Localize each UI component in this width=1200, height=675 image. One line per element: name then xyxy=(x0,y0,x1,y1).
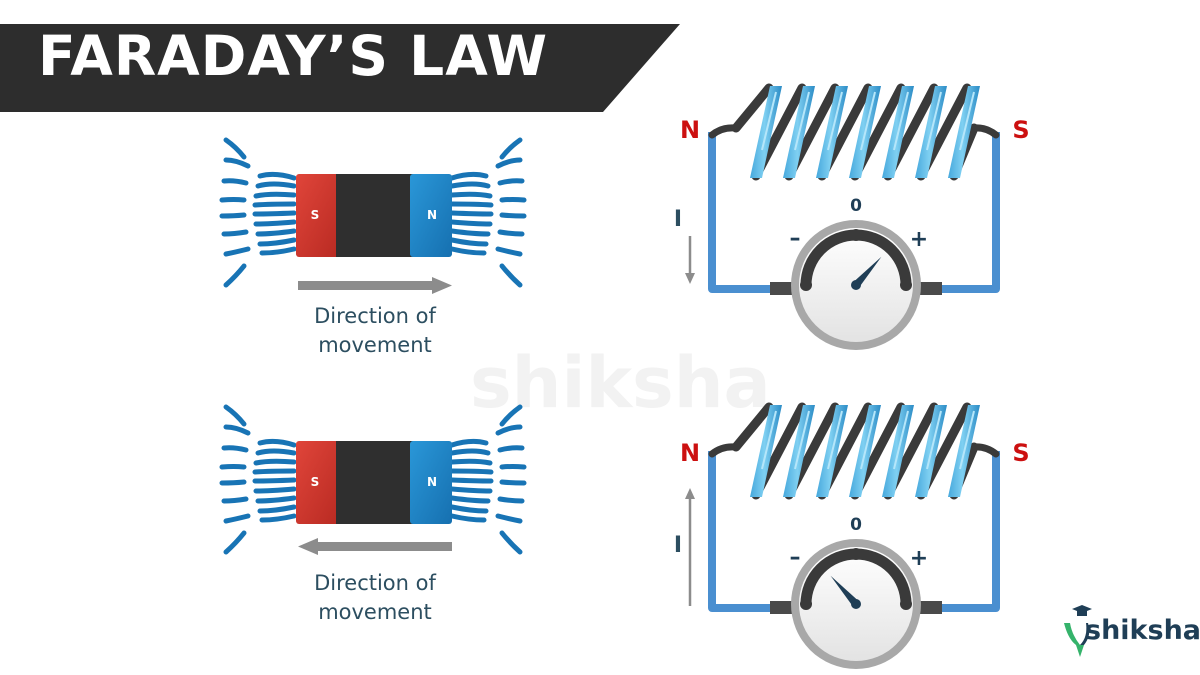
movement-caption-2: Direction of movement xyxy=(275,569,475,627)
coil-highlight xyxy=(794,410,810,470)
coil-highlight xyxy=(761,91,777,151)
galvanometer: 0 – + xyxy=(770,515,942,669)
title-banner: FARADAY’S LAW xyxy=(0,0,680,112)
bar-magnet: S N xyxy=(296,174,452,257)
north-pole-label: N xyxy=(427,475,437,489)
meter-scale-mark xyxy=(900,279,912,291)
meter-plus-label: + xyxy=(910,227,928,252)
meter-scale-mark xyxy=(850,229,862,241)
meter-needle xyxy=(830,575,859,607)
coil-highlight xyxy=(827,410,843,470)
north-label: N xyxy=(680,116,700,144)
caption-line-1: Direction of xyxy=(314,571,436,595)
magnet-south-pole xyxy=(296,174,340,257)
coil-highlight xyxy=(893,410,909,470)
current-arrow-up xyxy=(685,488,695,606)
north-label: N xyxy=(680,439,700,467)
magnet-body xyxy=(336,174,414,257)
meter-scale-mark xyxy=(850,548,862,560)
coil-highlight xyxy=(827,91,843,151)
circuit-2: N S I 0 – + xyxy=(674,402,1030,669)
magnet-body xyxy=(336,441,414,524)
coil xyxy=(731,402,980,500)
coil-highlight xyxy=(761,410,777,470)
caption-line-2: movement xyxy=(318,333,432,357)
meter-scale-mark xyxy=(800,598,812,610)
movement-caption-1: Direction of movement xyxy=(275,302,475,360)
meter-minus-label: – xyxy=(790,226,801,251)
field-lines-right xyxy=(449,137,527,288)
page-title: FARADAY’S LAW xyxy=(38,24,548,88)
galvanometer: 0 – + xyxy=(770,196,942,350)
circuit-1: N S I 0 – + xyxy=(674,83,1030,350)
current-label: I xyxy=(674,533,682,558)
coil-highlight xyxy=(860,410,876,470)
field-lines-right xyxy=(449,404,527,555)
coil xyxy=(731,83,980,181)
coil-highlight xyxy=(926,91,942,151)
coil-highlight xyxy=(959,91,975,151)
current-arrow-down xyxy=(685,236,695,284)
field-lines-left xyxy=(219,137,297,288)
bar-magnet: S N xyxy=(296,441,452,524)
magnet-panel-2: S N xyxy=(219,404,527,555)
watermark: shiksha xyxy=(470,342,771,424)
coil-highlight xyxy=(893,91,909,151)
meter-needle xyxy=(853,256,882,288)
magnet-south-pole xyxy=(296,441,340,524)
meter-scale-mark xyxy=(800,279,812,291)
graduation-cap-icon xyxy=(1064,605,1092,657)
south-label: S xyxy=(1012,116,1029,144)
movement-arrow-left xyxy=(298,538,452,555)
coil-highlight xyxy=(959,410,975,470)
logo-text: shiksha xyxy=(1085,615,1200,646)
magnet-panel-1: S N xyxy=(219,137,527,294)
south-pole-label: S xyxy=(311,475,320,489)
coil-highlight xyxy=(926,410,942,470)
banner-shape xyxy=(0,24,680,112)
meter-pivot xyxy=(851,280,861,290)
caption-line-2: movement xyxy=(318,600,432,624)
magnet-north-pole xyxy=(410,174,452,257)
coil-back-wire xyxy=(731,402,774,452)
south-pole-label: S xyxy=(311,208,320,222)
shiksha-logo: shiksha xyxy=(1058,605,1200,660)
meter-zero-label: 0 xyxy=(850,515,862,535)
south-label: S xyxy=(1012,439,1029,467)
meter-zero-label: 0 xyxy=(850,196,862,216)
magnet-north-pole xyxy=(410,441,452,524)
meter-plus-label: + xyxy=(910,546,928,571)
coil-highlight xyxy=(794,91,810,151)
coil-highlight xyxy=(860,91,876,151)
meter-pivot xyxy=(851,599,861,609)
field-lines-left xyxy=(219,404,297,555)
north-pole-label: N xyxy=(427,208,437,222)
meter-scale-mark xyxy=(900,598,912,610)
current-label: I xyxy=(674,207,682,232)
coil-back-wire xyxy=(731,83,774,133)
caption-line-1: Direction of xyxy=(314,304,436,328)
movement-arrow-right xyxy=(298,277,452,294)
meter-minus-label: – xyxy=(790,545,801,570)
